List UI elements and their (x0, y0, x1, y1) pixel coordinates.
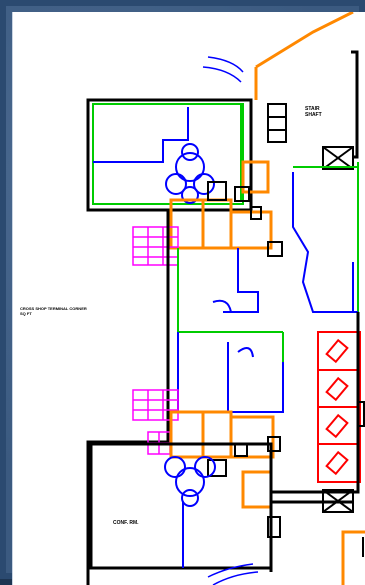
table-cluster-upper (165, 143, 215, 204)
conference-room-label: CONF. RM. (113, 520, 139, 526)
fixture-squares-upper (207, 181, 283, 257)
corridor-dimension (177, 162, 359, 402)
upper-room-dimension (92, 103, 244, 205)
magenta-fixture-upper (132, 226, 179, 266)
exterior-wall-right-upper (351, 50, 359, 159)
fixture-squares-lower (207, 436, 281, 538)
partition-walls-mid (177, 172, 358, 413)
table-cluster-lower (164, 456, 216, 507)
partition-wall (93, 107, 189, 163)
red-equipment-bay (317, 331, 361, 483)
site-boundary-line (255, 12, 354, 69)
restroom-core-upper (169, 160, 273, 250)
site-boundary-lower (341, 530, 365, 585)
exterior-wall-west (86, 210, 170, 585)
stair-lower (322, 401, 365, 513)
stair-upper (267, 103, 354, 170)
entry-arc-top (202, 56, 244, 83)
